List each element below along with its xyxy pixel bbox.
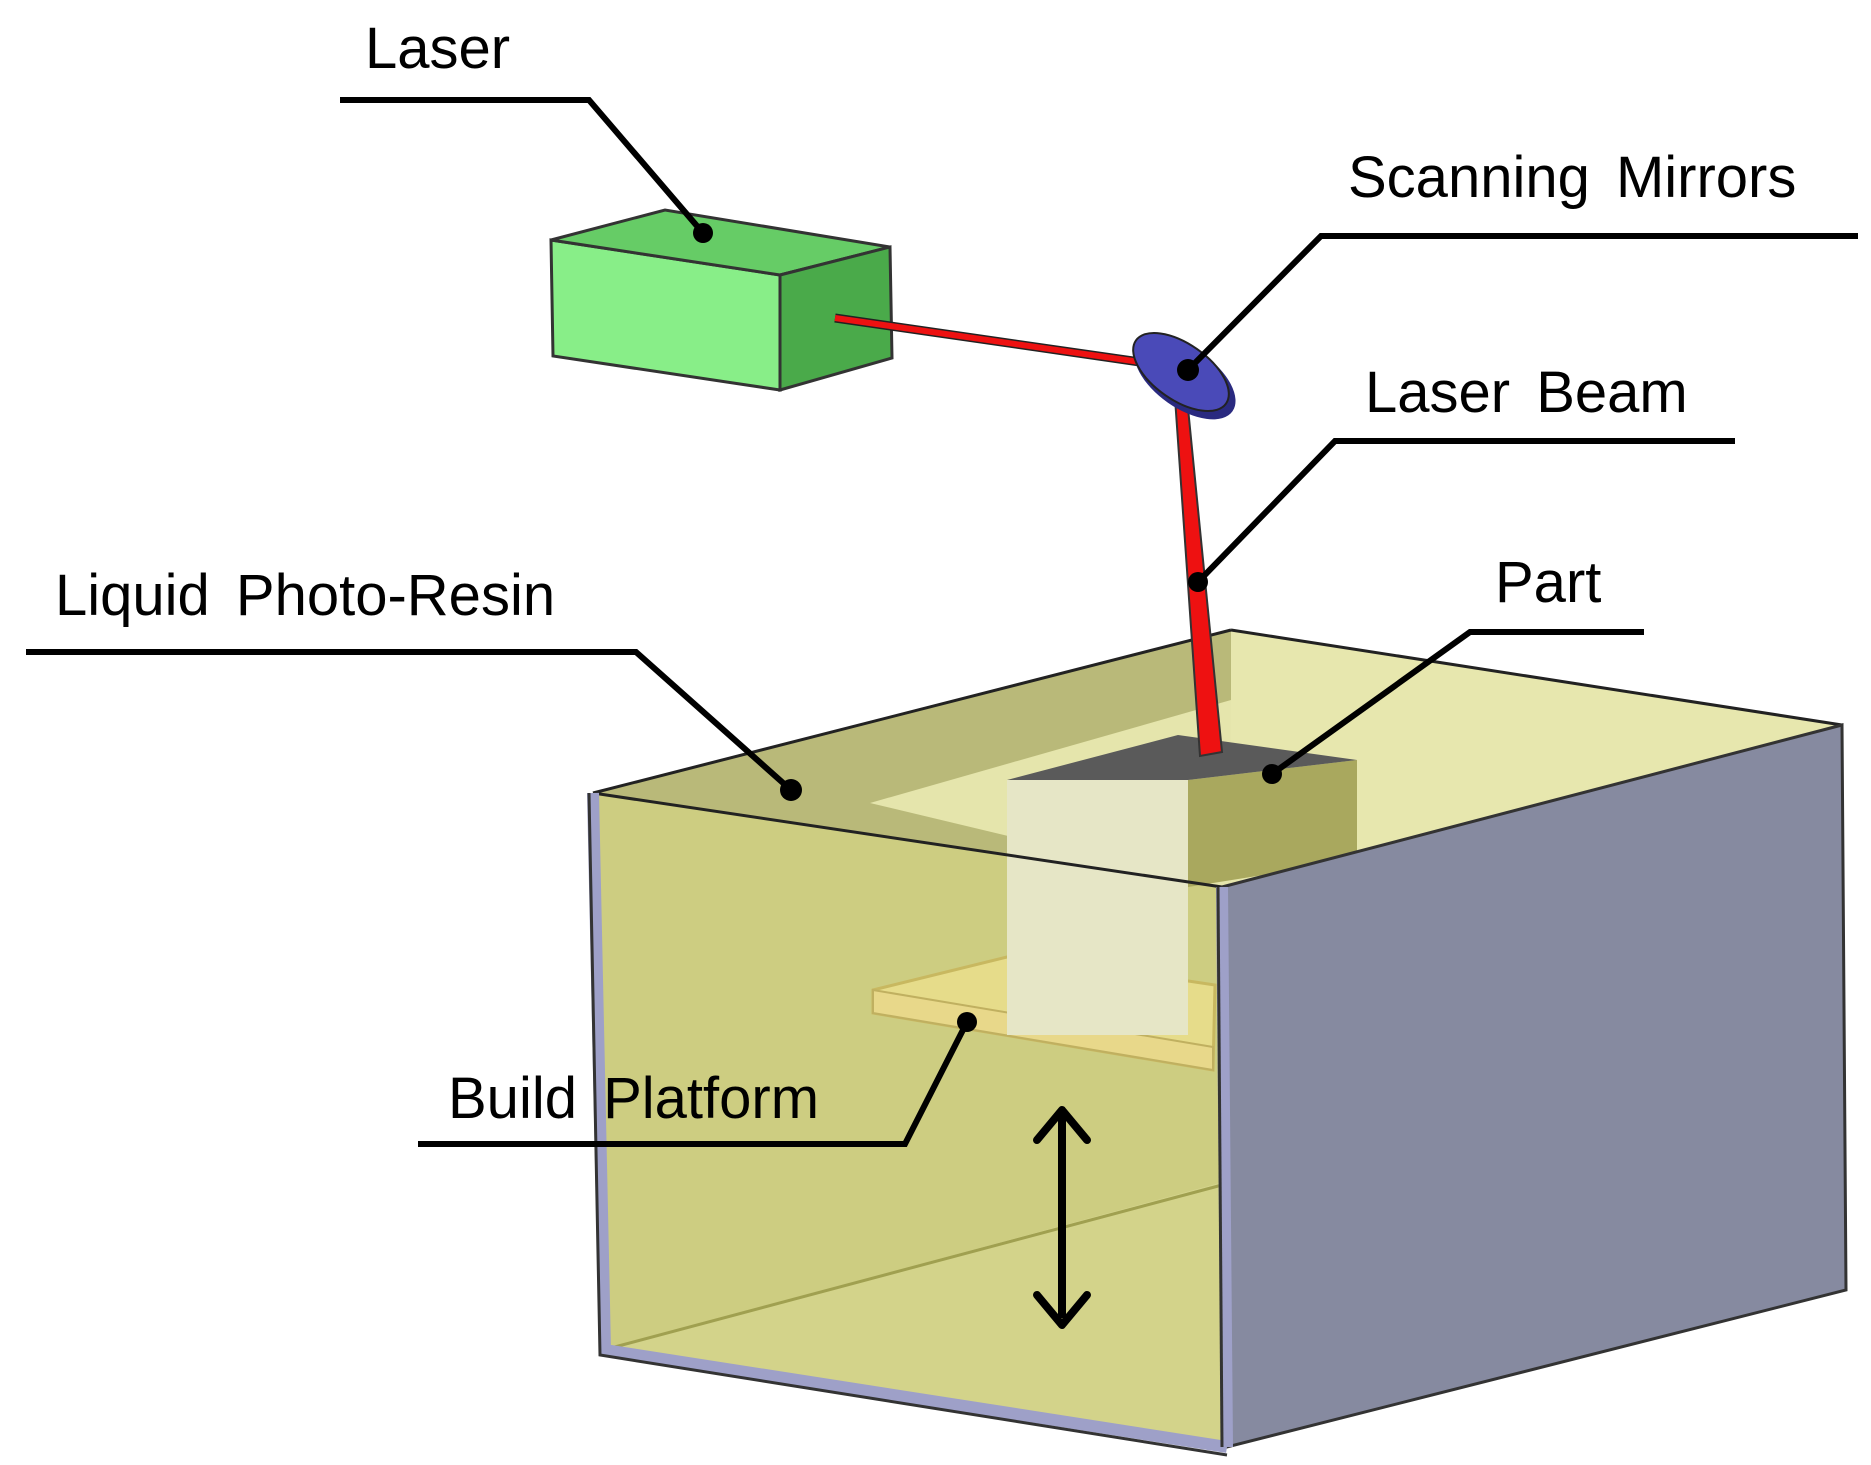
leader-laser-beam-dot	[1188, 572, 1208, 592]
leader-lines	[26, 97, 1858, 1147]
tank-front-frame	[587, 792, 1228, 1453]
part-side	[1188, 760, 1357, 887]
leader-laser-dot	[693, 223, 713, 243]
tank-corner-outline	[1216, 886, 1224, 1448]
label-liquid-photo-resin: Liquid Photo-Resin	[55, 563, 555, 628]
resin-surface-shade	[593, 630, 1231, 887]
leader-laser-beam	[1195, 438, 1735, 585]
leader-liquid-photo-resin-dot	[780, 779, 802, 801]
tank-floor-edge	[606, 1183, 1223, 1351]
label-laser: Laser	[365, 16, 510, 81]
leader-scanning-mirrors	[1185, 233, 1858, 373]
tank-top-back-edge	[1230, 628, 1843, 727]
tank-front-frame-outline	[587, 792, 1228, 1457]
label-part: Part	[1495, 550, 1601, 615]
resin-surface-front-edge	[592, 791, 1223, 889]
leader-build-platform	[418, 1020, 970, 1147]
build-platform-assembly	[871, 735, 1357, 1072]
label-scanning-mirrors: Scanning Mirrors	[1348, 145, 1796, 210]
leader-part	[1270, 629, 1644, 777]
leader-build-platform-dot	[957, 1012, 977, 1032]
leader-part-dot	[1262, 764, 1282, 784]
leader-scanning-mirrors-dot	[1177, 359, 1199, 381]
label-laser-beam: Laser Beam	[1365, 360, 1688, 425]
label-build-platform: Build Platform	[448, 1066, 819, 1131]
leader-liquid-photo-resin	[26, 649, 793, 793]
leader-laser	[340, 97, 706, 235]
tank-top-left-edge	[592, 628, 1232, 795]
tank-corner-frame	[1216, 886, 1233, 1448]
laser-box	[549, 208, 894, 392]
up-down-arrow-icon	[1033, 1106, 1091, 1329]
part-front	[1007, 780, 1188, 1035]
